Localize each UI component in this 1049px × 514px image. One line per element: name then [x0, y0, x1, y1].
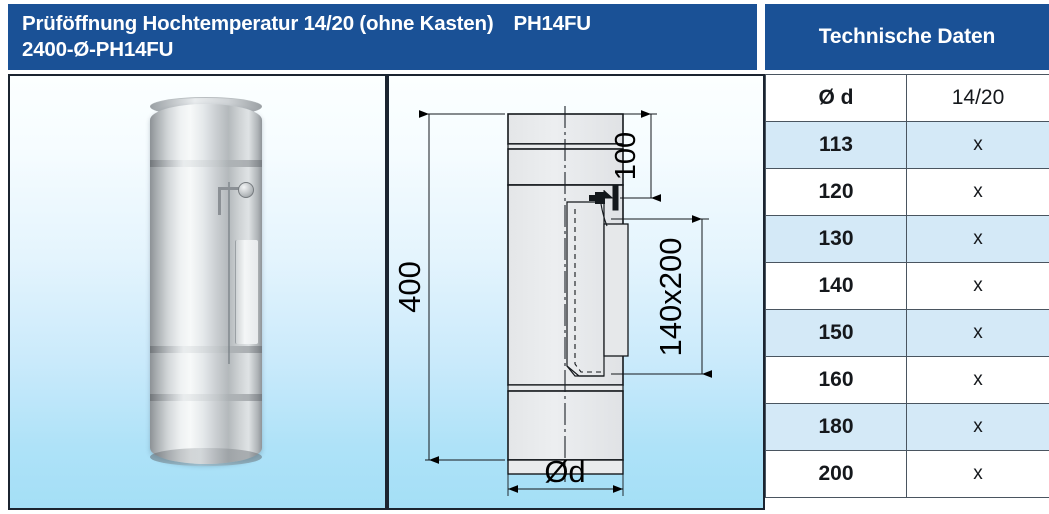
cell-diameter: 120: [765, 168, 907, 216]
table-row: 200 x: [765, 450, 1049, 498]
pipe-joint-band-middle: [150, 346, 262, 353]
drawing-svg: 400 100 140x200 Ød: [392, 106, 712, 496]
content-area: 400 100 140x200 Ød: [0, 70, 1049, 514]
pipe-joint-band-lower: [150, 394, 262, 401]
header-band: Prüföffnung Hochtemperatur 14/20 (ohne K…: [0, 0, 1049, 70]
column-header-diameter: Ø d: [765, 74, 907, 122]
product-code: PH14FU: [513, 12, 591, 35]
cell-diameter: 180: [765, 403, 907, 451]
cell-availability: x: [906, 356, 1049, 404]
door-latch-knob-icon: [238, 182, 254, 198]
door-latch-lever: [218, 187, 240, 190]
cell-availability: x: [906, 309, 1049, 357]
product-photo: [10, 76, 385, 508]
dimension-height-label: 400: [392, 261, 427, 313]
cell-availability: x: [906, 168, 1049, 216]
dimension-opening-label: 140x200: [653, 238, 688, 357]
table-row: 120 x: [765, 168, 1049, 216]
cell-diameter: 150: [765, 309, 907, 357]
cell-diameter: 113: [765, 121, 907, 169]
table-row: 140 x: [765, 262, 1049, 310]
table-body: Ø d 14/20 113 x 120 x 130 x 140 x 150 x: [765, 74, 1049, 498]
technical-drawing: 400 100 140x200 Ød: [389, 76, 763, 508]
product-title-line-1: Prüföffnung Hochtemperatur 14/20 (ohne K…: [22, 11, 757, 37]
table-row: 160 x: [765, 356, 1049, 404]
technical-data-title: Technische Daten: [818, 25, 996, 48]
cell-availability: x: [906, 215, 1049, 263]
cell-diameter: 130: [765, 215, 907, 263]
table-row: 150 x: [765, 309, 1049, 357]
inspection-door-seam: [228, 182, 230, 364]
table-row: 180 x: [765, 403, 1049, 451]
cell-diameter: 200: [765, 450, 907, 498]
cell-availability: x: [906, 262, 1049, 310]
cell-diameter: 160: [765, 356, 907, 404]
dimension-diameter-label: Ød: [544, 454, 585, 489]
pipe-joint-band-upper: [150, 160, 262, 167]
table-header-row: Ø d 14/20: [765, 74, 1049, 122]
door-latch-arm: [218, 187, 221, 215]
product-name: Prüföffnung Hochtemperatur 14/20 (ohne K…: [22, 12, 494, 35]
column-header-type: 14/20: [906, 74, 1049, 122]
table-row: 130 x: [765, 215, 1049, 263]
product-photo-panel: [8, 74, 387, 510]
inspection-door-plate: [235, 240, 258, 344]
technical-drawing-panel: 400 100 140x200 Ød: [387, 74, 765, 510]
technical-data-header: Technische Daten: [765, 4, 1049, 70]
pipe-bottom-rim: [150, 448, 262, 466]
cell-diameter: 140: [765, 262, 907, 310]
header-title-block: Prüföffnung Hochtemperatur 14/20 (ohne K…: [8, 4, 757, 70]
product-title-line-2: 2400-Ø-PH14FU: [22, 38, 174, 61]
dimension-offset-label: 100: [610, 132, 642, 180]
cell-availability: x: [906, 403, 1049, 451]
technical-data-table: Ø d 14/20 113 x 120 x 130 x 140 x 150 x: [765, 74, 1049, 498]
table-row: 113 x: [765, 121, 1049, 169]
cell-availability: x: [906, 450, 1049, 498]
cell-availability: x: [906, 121, 1049, 169]
